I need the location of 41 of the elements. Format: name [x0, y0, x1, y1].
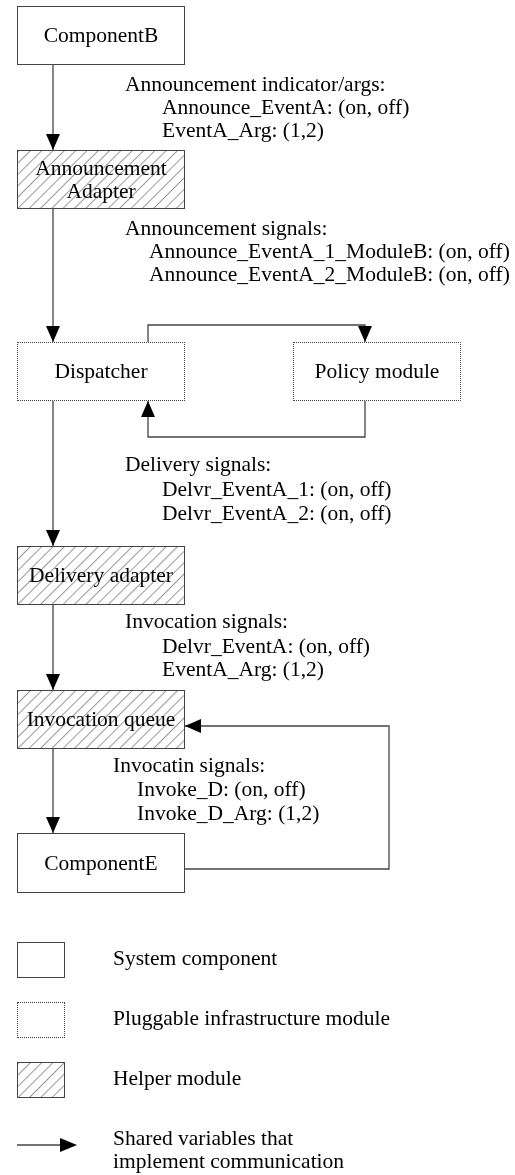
arrow	[141, 400, 366, 438]
component-box	[17, 833, 185, 893]
signal-name: Announce_EventA_2_ModuleB: (on, off)	[149, 263, 510, 286]
signal-group-heading: Announcement indicator/args:	[125, 73, 386, 96]
signal-group-heading: Delivery signals:	[125, 453, 272, 476]
signal-group-heading: Invocation signals:	[125, 610, 288, 633]
arrow	[46, 64, 60, 151]
node-label: Dispatcher	[53, 360, 149, 383]
node-label: ComponentE	[43, 851, 159, 875]
signal-name: Announce_EventA_1_ModuleB: (on, off)	[149, 240, 510, 263]
arrow	[46, 400, 60, 547]
legend-label: Helper module	[113, 1067, 242, 1090]
component-box	[17, 6, 185, 65]
signal-group-heading: Invocatin signals:	[113, 754, 266, 777]
hatched-box	[17, 690, 185, 749]
signal-name: Announce_EventA: (on, off)	[162, 96, 410, 119]
hatched-box	[17, 546, 185, 605]
arrow	[184, 719, 390, 870]
dotted-box	[17, 342, 185, 401]
signal-name: Delvr_EventA_1: (on, off)	[162, 478, 392, 501]
signal-name: EventA_Arg: (1,2)	[162, 658, 325, 681]
arrow	[147, 324, 372, 343]
signal-name: Invoke_D: (on, off)	[137, 778, 306, 801]
signal-name: EventA_Arg: (1,2)	[162, 119, 325, 142]
dotted-box	[293, 342, 461, 401]
arrow	[46, 208, 60, 343]
legend-label: System component	[113, 947, 278, 970]
arrow	[46, 748, 60, 834]
node-label: Policy module	[313, 360, 441, 383]
node-label: Invocation queue	[25, 708, 177, 731]
signal-group-heading: Announcement signals:	[125, 217, 328, 240]
node-label: Delivery adapter	[28, 564, 174, 587]
signal-name: Invoke_D_Arg: (1,2)	[137, 802, 320, 825]
node-label: ComponentB	[42, 24, 160, 47]
arrow	[46, 604, 60, 691]
signal-name: Delvr_EventA_2: (on, off)	[162, 502, 392, 525]
hatched-box	[17, 150, 185, 209]
legend-label: Shared variables that implement communication	[113, 1127, 346, 1173]
legend-label: Pluggable infrastructure module	[113, 1007, 391, 1030]
node-label: Announcement Adapter	[34, 156, 168, 203]
signal-name: Delvr_EventA: (on, off)	[162, 635, 370, 658]
